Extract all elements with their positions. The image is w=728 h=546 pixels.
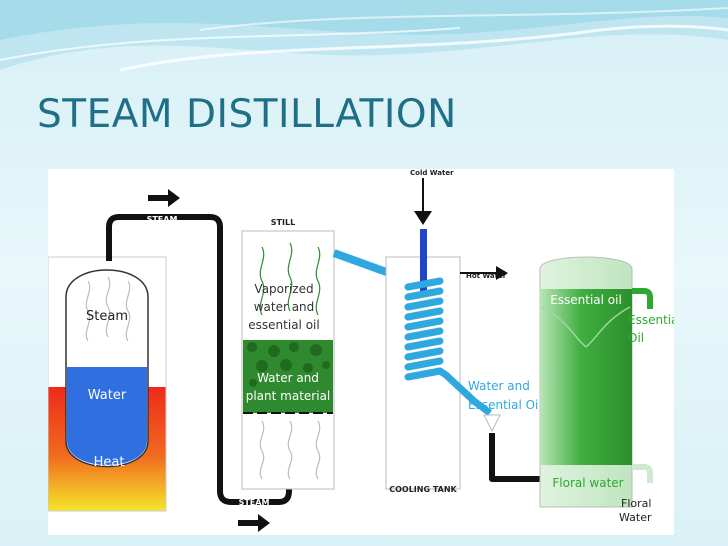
drain-pipe (489, 433, 546, 482)
vapor-label-line3: essential oil (248, 318, 319, 332)
still: STILL Vaporized water and essential oi (241, 218, 335, 490)
separator-water-label: Floral water (552, 476, 623, 490)
cold-water-arrow-head (414, 211, 432, 225)
outlet-oil-label-line1: Essential (628, 313, 674, 327)
slide-title: STEAM DISTILLATION (37, 92, 457, 137)
condenser-outlet (438, 368, 493, 416)
boiler-water-label: Water (88, 388, 127, 403)
cooling-tank: Cold Water Hot Water COOLING TANK (385, 169, 508, 494)
steam-top-label: STEAM (147, 215, 178, 224)
steam-bottom-label: STEAM (239, 498, 270, 507)
cold-water-label: Cold Water (410, 169, 454, 177)
condenser-coil (404, 277, 444, 381)
steam-distillation-diagram: Steam Water Heat STEAM STEAM STILL (48, 169, 674, 535)
hot-water-label: Hot Water (466, 272, 507, 280)
plant-label-line2: plant material (246, 389, 331, 403)
collection-funnel (483, 414, 501, 433)
boiler-water (67, 367, 147, 465)
oil-outlet-pipe (632, 288, 653, 309)
outlet-water-label-line2: Water (619, 511, 652, 524)
vapor-label-line2: water and (254, 300, 315, 314)
essential-oil-layer (540, 289, 632, 465)
steam-bottom-arrow (238, 514, 270, 532)
condensate-label-line2: Essential Oil (468, 398, 542, 412)
outlet-oil-label-line2: Oil (628, 331, 644, 345)
separator-oil-label: Essential oil (550, 293, 622, 307)
boiler: Steam Water Heat (48, 256, 167, 512)
steam-top-arrow (148, 189, 180, 207)
still-label: STILL (271, 218, 295, 227)
water-outlet-pipe (632, 464, 653, 483)
vapor-label-line1: Vaporized (254, 282, 313, 296)
separator-flask: Essential oil Floral water Essential Oil… (539, 256, 674, 524)
hot-water-arrow-head (496, 266, 508, 280)
steam-pipe (106, 214, 292, 505)
cooling-tank-label: COOLING TANK (389, 485, 457, 494)
boiler-steam-label: Steam (86, 309, 128, 324)
outlet-water-label-line1: Floral (621, 497, 651, 510)
boiler-heat-label: Heat (94, 455, 125, 470)
condensate-label-line1: Water and (468, 379, 530, 393)
cold-water-inlet (420, 229, 427, 291)
plant-label-line1: Water and (257, 371, 319, 385)
